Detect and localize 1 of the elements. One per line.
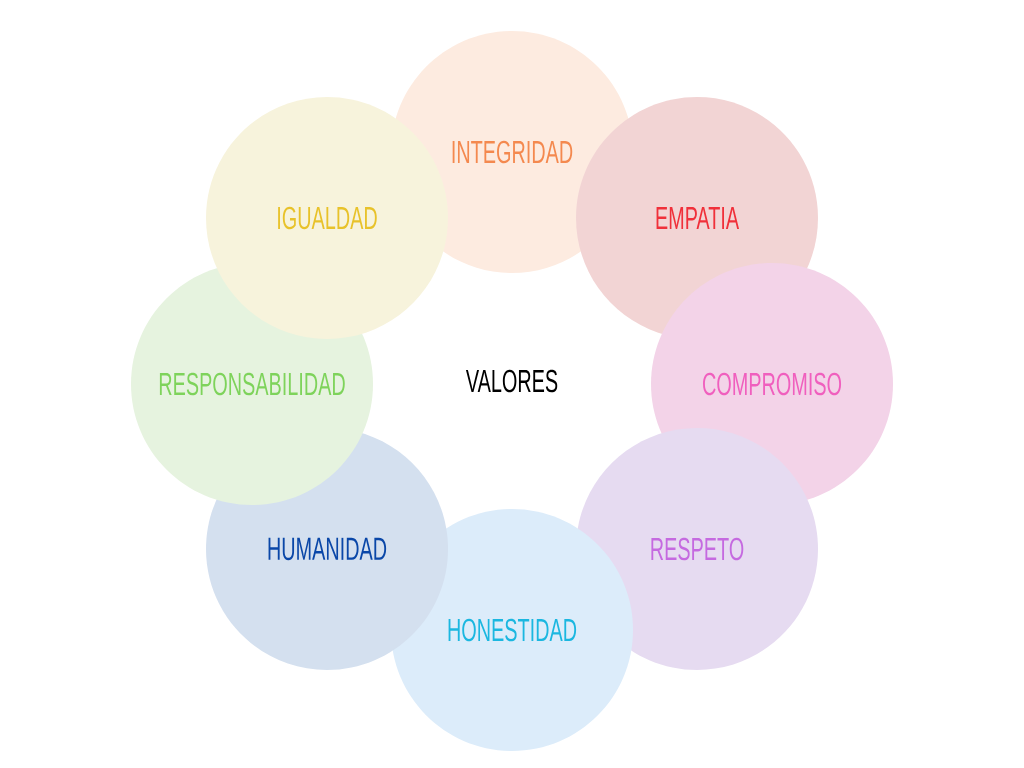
center-label: VALORES	[465, 369, 558, 393]
